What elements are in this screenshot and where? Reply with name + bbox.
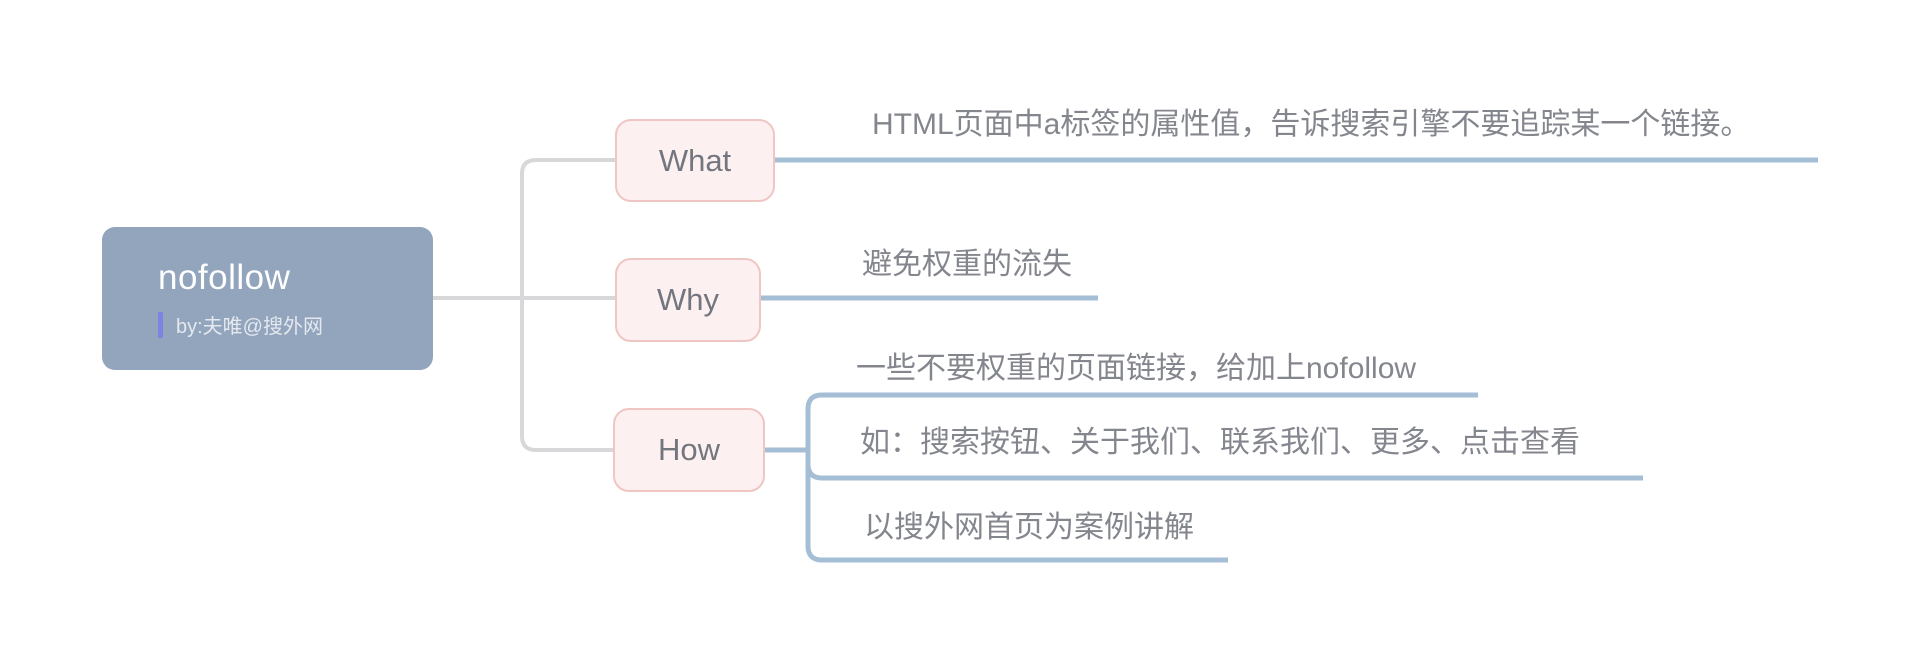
topic-what-label: What (658, 142, 732, 178)
topic-how[interactable]: How (613, 408, 765, 492)
byline-bar-icon (158, 311, 163, 338)
topic-what[interactable]: What (615, 119, 775, 202)
leaf-how-step-1[interactable]: 一些不要权重的页面链接，给加上nofollow (856, 352, 1417, 385)
root-topic[interactable]: nofollow by:夫唯@搜外网 (102, 227, 433, 370)
leaf-what-definition[interactable]: HTML页面中a标签的属性值，告诉搜索引擎不要追踪某一个链接。 (872, 108, 1751, 141)
topic-why[interactable]: Why (615, 258, 761, 342)
root-topic-title: nofollow (158, 258, 291, 297)
topic-how-label: How (657, 432, 720, 467)
branch-line-how-3 (805, 450, 1228, 563)
branch-line-how-1 (805, 392, 1478, 450)
topic-why-label: Why (657, 282, 719, 317)
byline-text: by:夫唯@搜外网 (176, 316, 323, 338)
tree-line-root-what-how (520, 158, 615, 452)
leaf-how-step-2[interactable]: 如：搜索按钮、关于我们、联系我们、更多、点击查看 (860, 426, 1580, 459)
leaf-why-reason[interactable]: 避免权重的流失 (862, 248, 1072, 281)
leaf-how-step-3[interactable]: 以搜外网首页为案例讲解 (864, 511, 1194, 544)
root-topic-byline: by:夫唯@搜外网 (158, 310, 433, 339)
